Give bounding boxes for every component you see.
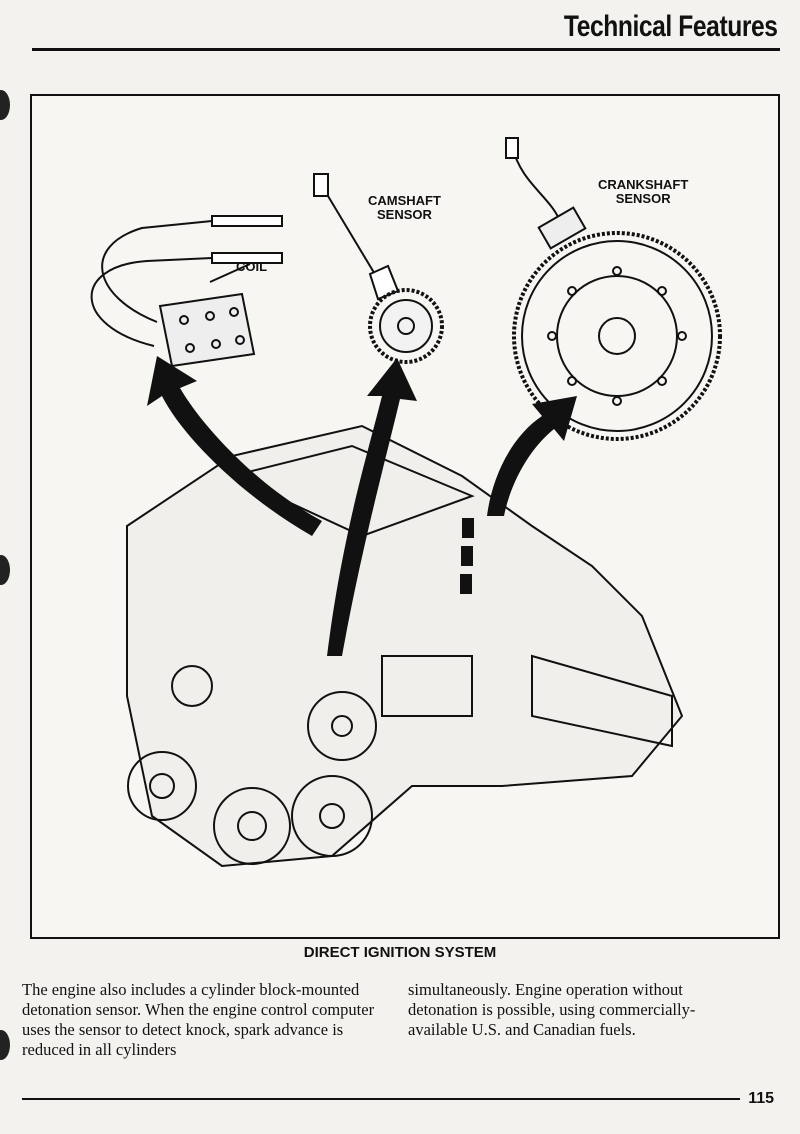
camshaft-sensor-drawing [313,173,444,364]
footer-rule [22,1098,740,1100]
pointer-arrows [147,356,577,656]
header-rule [32,48,780,51]
engine-illustration [90,137,722,868]
body-text-column-2: simultaneously. Engine operation without… [408,980,696,1039]
ignition-system-figure: COIL CAMSHAFT SENSOR CRANKSHAFT SENSOR [30,94,780,939]
binder-hole [0,1030,10,1060]
page-header-title: Technical Features [564,10,778,43]
camshaft-sensor-label: CAMSHAFT SENSOR [368,193,441,222]
binder-hole [0,90,10,120]
coil-label: COIL [236,259,268,274]
engine-block-drawing [126,424,684,868]
crankshaft-sensor-label: CRANKSHAFT SENSOR [598,177,689,206]
page-number: 115 [748,1090,774,1107]
crankshaft-flywheel-drawing [505,137,722,441]
body-text-column-1: The engine also includes a cylinder bloc… [22,980,375,1059]
coil-pack-drawing [90,215,283,368]
binder-hole [0,555,10,585]
figure-caption: DIRECT IGNITION SYSTEM [303,944,497,961]
